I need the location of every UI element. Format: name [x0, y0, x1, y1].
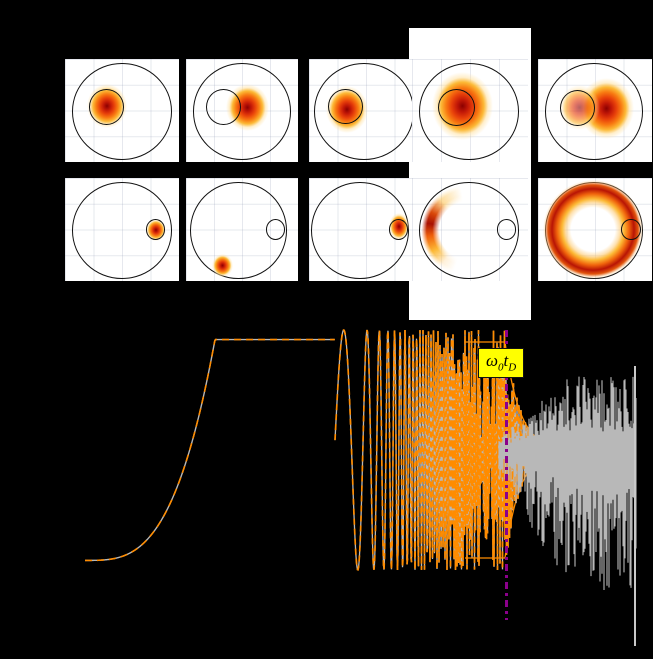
right-axis-spine: [634, 366, 636, 646]
dephasing-time-vline: [505, 330, 508, 620]
panel-r1c1: [65, 59, 179, 162]
outer-boundary-circle: [544, 63, 643, 160]
dephasing-time-label: ω0tD: [478, 348, 525, 379]
time-series-plot: ω0tD: [0, 320, 653, 659]
inner-reference-circle: [496, 219, 517, 240]
panel-r2c1: [65, 178, 179, 281]
panel-r2c5: [538, 178, 652, 281]
outer-boundary-circle: [418, 182, 519, 279]
inner-reference-circle: [206, 88, 241, 125]
panel-r1c4: [412, 59, 528, 162]
outer-boundary-circle: [418, 63, 519, 160]
panel-r1c3: [309, 59, 423, 162]
outer-boundary-circle: [71, 63, 173, 160]
panel-r2c3: [309, 178, 423, 281]
panel-r2c4: [412, 178, 528, 281]
panel-r1c2: [186, 59, 298, 162]
inner-reference-circle: [145, 219, 166, 240]
inner-reference-circle: [437, 88, 475, 126]
time-series-canvas: [85, 329, 637, 592]
panel-r2c2: [186, 178, 298, 281]
approx-decay-curve: [85, 338, 335, 562]
outer-boundary-circle: [311, 182, 410, 279]
panel-r1c5: [538, 59, 652, 162]
series-noise-region: [498, 376, 637, 592]
inner-reference-circle: [559, 89, 595, 126]
inner-reference-circle: [265, 219, 285, 240]
dephasing-time-label-text: ω0tD: [486, 351, 517, 374]
inner-reference-circle: [88, 88, 125, 125]
density-blob: [211, 254, 234, 277]
outer-boundary-circle: [71, 182, 173, 279]
outer-boundary-circle: [190, 182, 287, 279]
phase-space-panel-grid: [0, 0, 653, 320]
inner-reference-circle: [621, 219, 641, 240]
exact-decay-curve: [85, 338, 335, 562]
outer-boundary-circle: [192, 63, 292, 160]
inner-reference-circle: [388, 219, 409, 240]
inner-reference-circle: [328, 88, 363, 124]
